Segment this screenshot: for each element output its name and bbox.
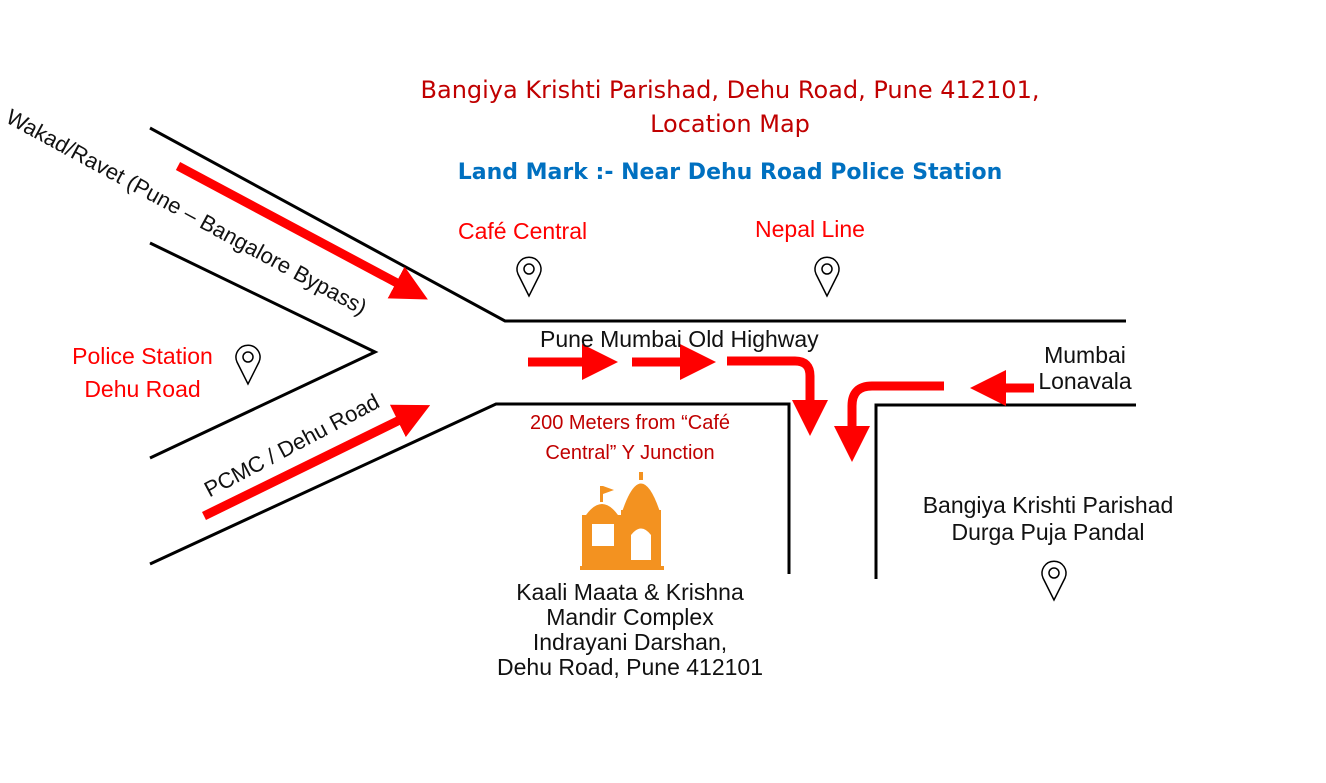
police-station-line-2: Dehu Road <box>84 376 201 402</box>
landmark-note: Land Mark :- Near Dehu Road Police Stati… <box>457 160 1003 185</box>
arrow-pcmc <box>202 404 431 521</box>
destination-line-1: Bangiya Krishti Parishad <box>922 492 1174 518</box>
map-pin-icon <box>814 256 840 298</box>
label-cafe-central: Café Central <box>458 218 588 244</box>
temple-line-1: Kaali Maata & Krishna <box>516 579 744 605</box>
map-pin-icon <box>1041 560 1067 602</box>
destination-label: Bangiya Krishti Parishad Durga Puja Pand… <box>898 492 1198 546</box>
map-pin-icon <box>516 256 542 298</box>
map-title: Bangiya Krishti Parishad, Dehu Road, Pun… <box>420 73 1040 141</box>
road-wakad-lower-edge <box>149 241 379 460</box>
label-highway: Pune Mumbai Old Highway <box>540 326 819 352</box>
map-pin-icon <box>235 344 261 386</box>
arrow-turn-left <box>834 381 944 462</box>
distance-note-line-1: 200 Meters from “Café <box>529 412 731 434</box>
road-lines <box>149 126 1136 579</box>
mumbai-line-2: Lonavala <box>1038 368 1132 394</box>
mumbai-line-1: Mumbai <box>1044 342 1126 368</box>
destination-line-2: Durga Puja Pandal <box>951 519 1145 545</box>
arrow-wakad <box>175 162 428 300</box>
road-pcmc-lower-edge <box>149 402 791 574</box>
distance-note: 200 Meters from “Café Central” Y Junctio… <box>500 408 760 468</box>
title-line-2: Location Map <box>650 110 810 138</box>
temple-line-2: Mandir Complex <box>546 604 714 630</box>
distance-note-line-2: Central” Y Junction <box>545 442 715 464</box>
arrow-turn-right <box>727 356 828 436</box>
label-mumbai-lonavala: Mumbai Lonavala <box>1030 342 1140 394</box>
title-line-1: Bangiya Krishti Parishad, Dehu Road, Pun… <box>420 76 1040 104</box>
temple-address: Kaali Maata & Krishna Mandir Complex Ind… <box>470 580 790 680</box>
temple-line-4: Dehu Road, Pune 412101 <box>497 654 763 680</box>
temple-line-3: Indrayani Darshan, <box>532 629 728 655</box>
route-arrows <box>175 162 1034 521</box>
road-wakad-upper-edge <box>149 126 1126 323</box>
label-police-station: Police Station Dehu Road <box>55 340 230 406</box>
label-nepal-line: Nepal Line <box>755 216 865 242</box>
road-mumbai-edge <box>874 403 1136 579</box>
police-station-line-1: Police Station <box>72 343 213 369</box>
temple-icon <box>580 472 664 570</box>
